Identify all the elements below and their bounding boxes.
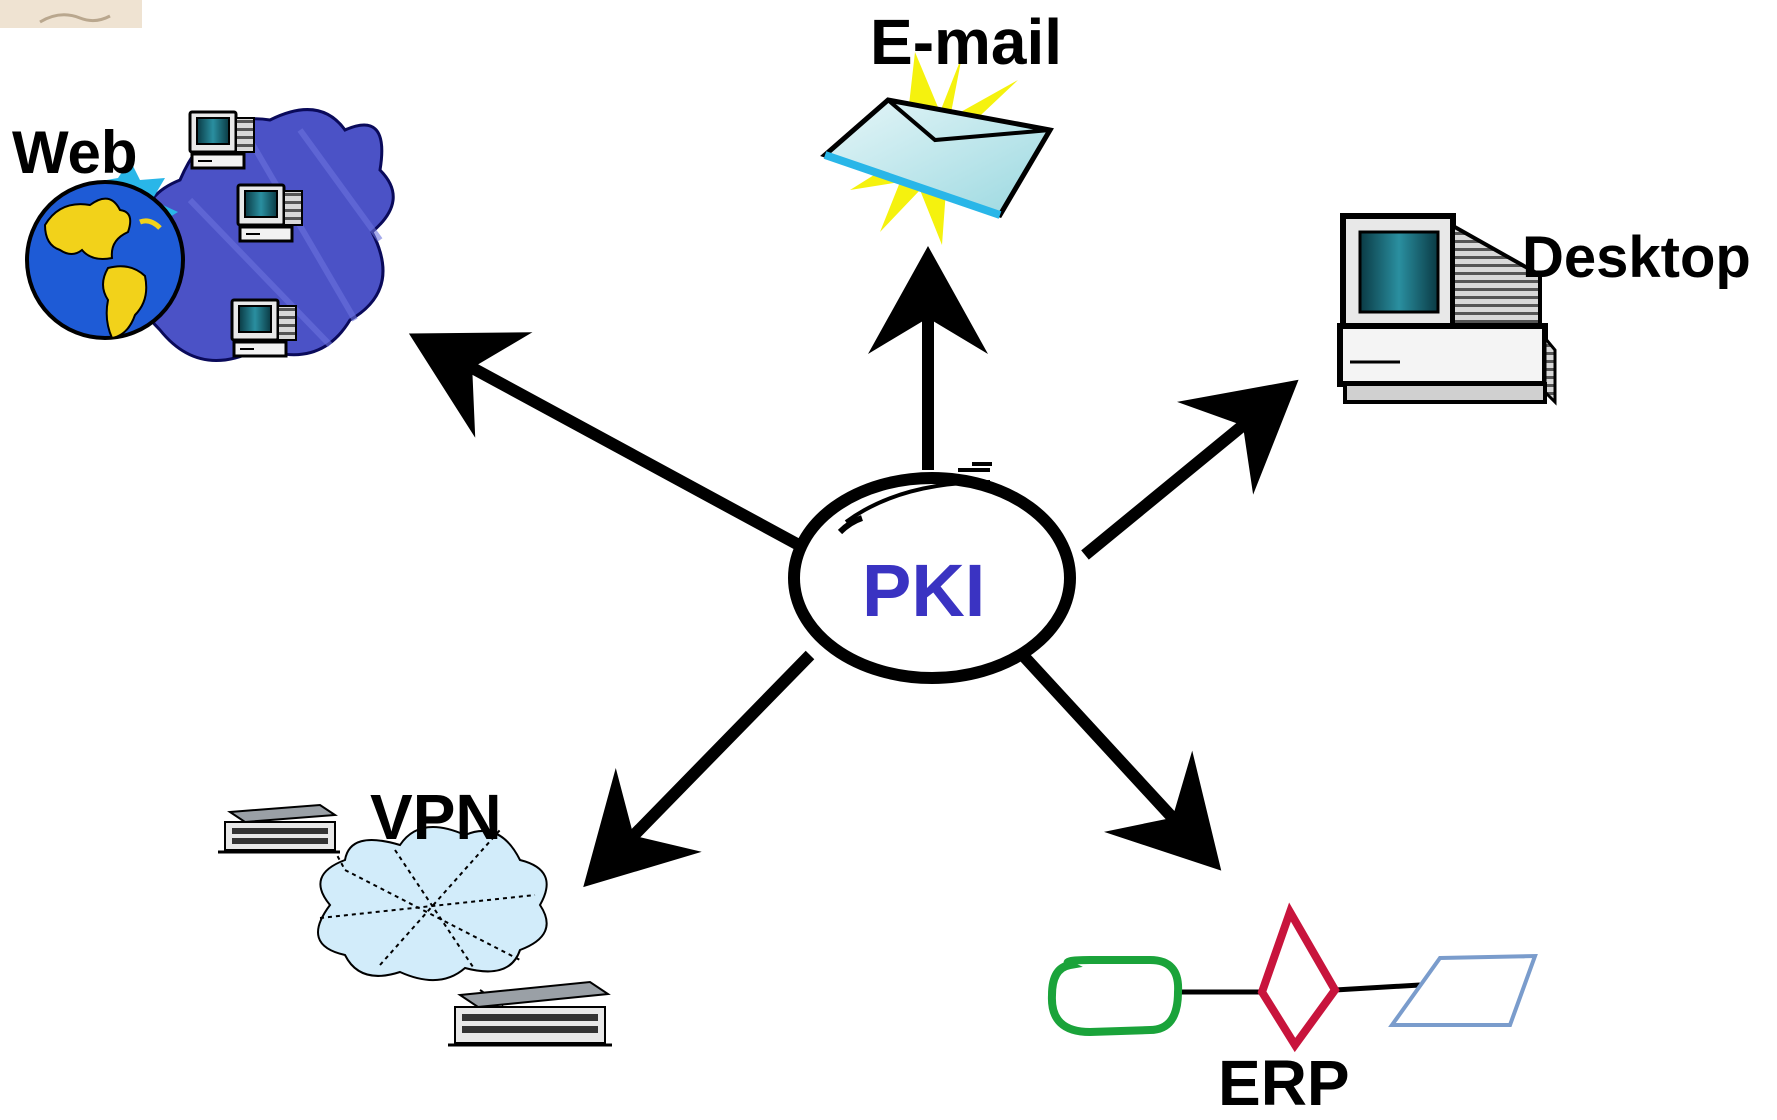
node-label-email: E-mail xyxy=(870,6,1063,78)
node-label-desktop: Desktop xyxy=(1522,225,1751,290)
corner-decoration xyxy=(0,0,142,28)
arrow-to-vpn xyxy=(583,650,815,888)
arrow-to-erp xyxy=(1013,645,1222,871)
globe-network-icon xyxy=(25,108,395,362)
flowchart-icon xyxy=(1047,902,1538,1053)
pki-ellipse xyxy=(788,462,1076,684)
desktop-computer-icon xyxy=(1337,213,1557,406)
pki-center-label: PKI xyxy=(862,549,986,632)
cloud-vpn-icon xyxy=(218,803,612,1047)
node-label-web: Web xyxy=(12,119,138,186)
envelope-icon xyxy=(820,52,1054,245)
arrow-to-desktop xyxy=(1081,379,1299,560)
node-label-vpn: VPN xyxy=(370,781,502,853)
node-label-erp: ERP xyxy=(1218,1047,1350,1119)
arrow-to-web xyxy=(408,332,811,556)
